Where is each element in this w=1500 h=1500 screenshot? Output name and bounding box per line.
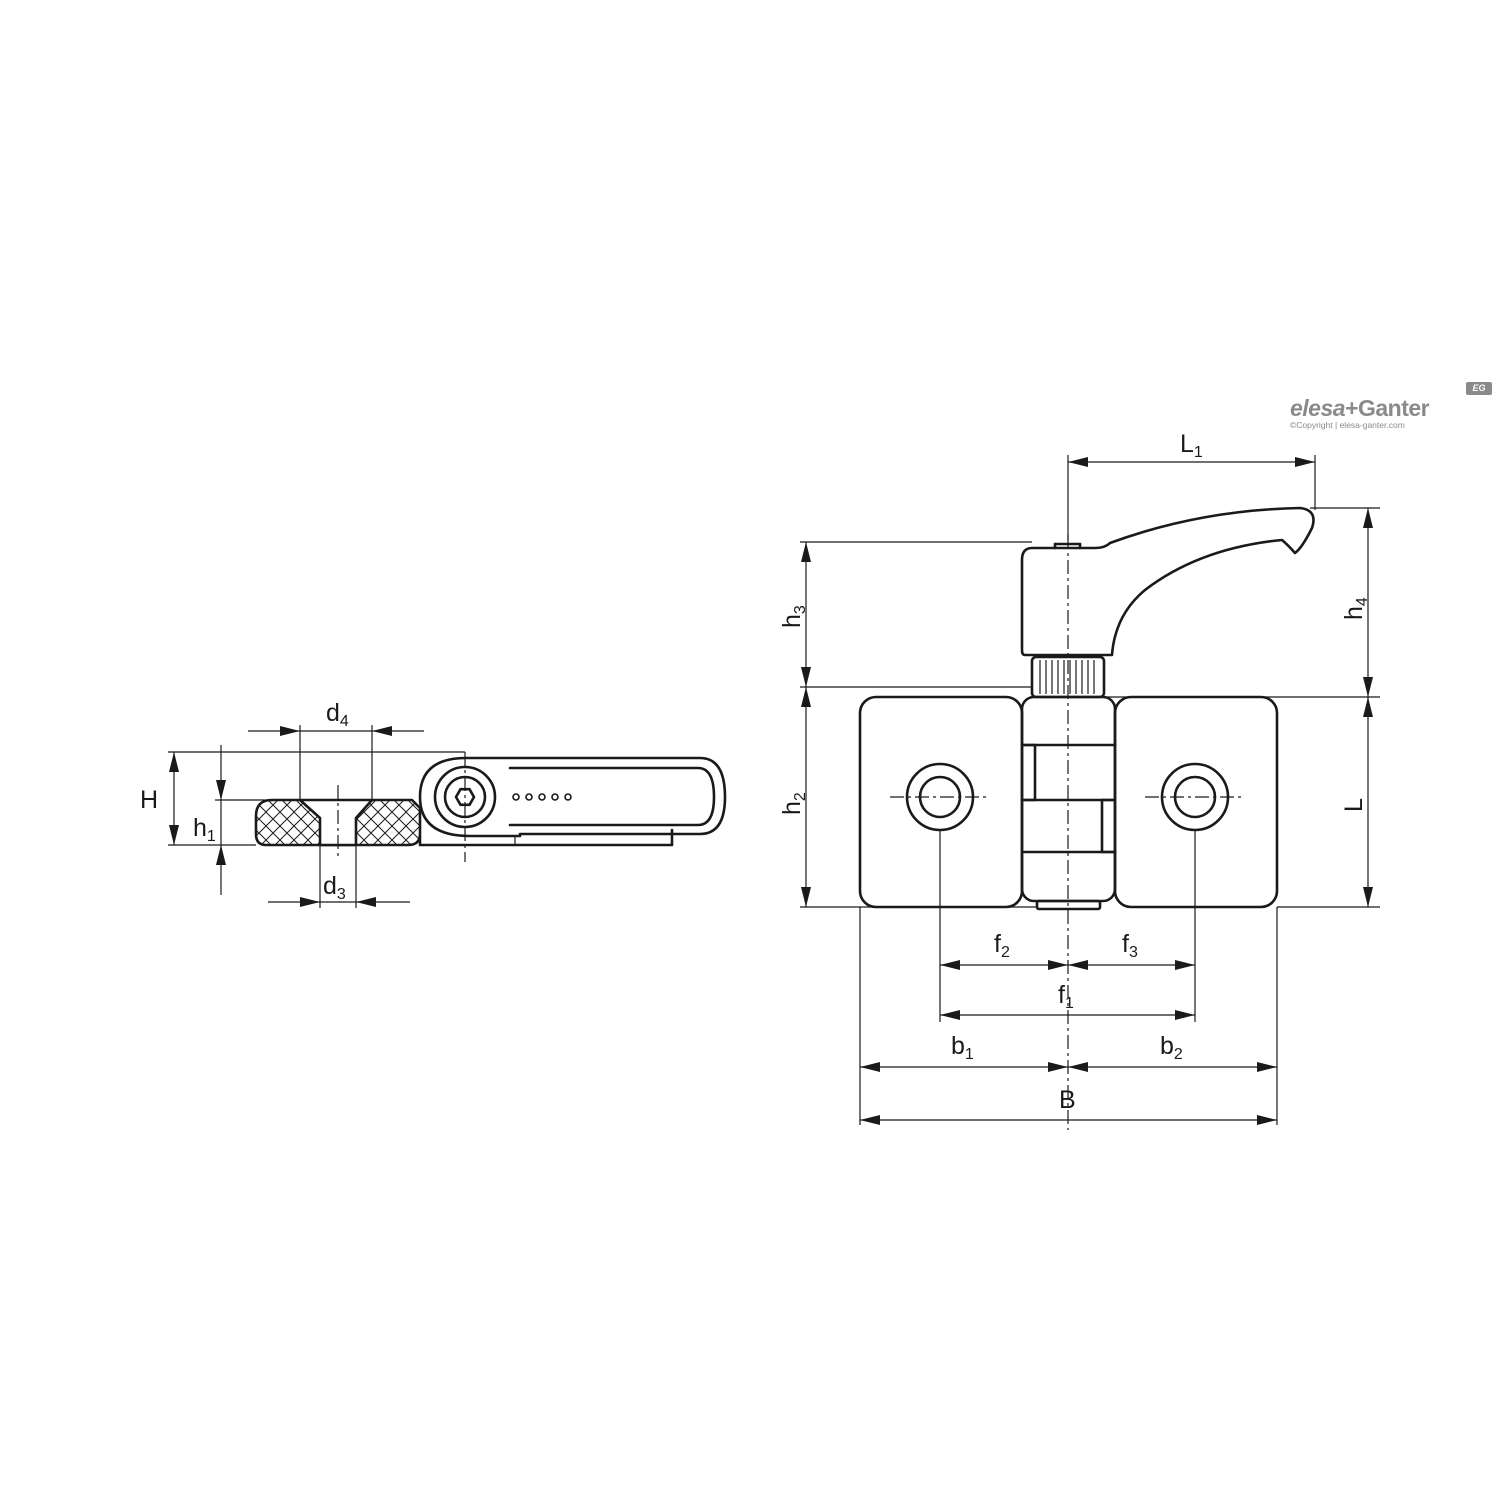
pin-bottom	[1035, 899, 1102, 911]
label-d3: d3	[323, 872, 346, 903]
side-lever	[418, 756, 727, 838]
label-f2: f2	[994, 930, 1010, 961]
label-h2: h2	[778, 792, 809, 815]
knurl-lines	[1039, 660, 1095, 694]
label-h4: h4	[1340, 597, 1371, 620]
label-B: B	[1059, 1086, 1076, 1114]
label-f1: f1	[1058, 981, 1074, 1012]
logo-mark: EG	[1466, 382, 1492, 395]
label-b2: b2	[1160, 1032, 1183, 1063]
side-view: H h1 d4 d3	[140, 699, 727, 908]
side-lower-tab	[418, 828, 674, 847]
elesa-ganter-logo: elesa+Ganter EG ©Copyright | elesa-gante…	[1290, 382, 1492, 430]
logo-copyright: ©Copyright | elesa-ganter.com	[1290, 420, 1405, 430]
hinge-leaf-left	[858, 695, 1024, 909]
lever-dots	[512, 793, 572, 801]
label-f3: f3	[1122, 930, 1138, 961]
side-lever-inner	[508, 766, 716, 827]
label-L1: L1	[1180, 430, 1203, 461]
knuckle-segment-left	[1020, 743, 1037, 802]
label-b1: b1	[951, 1032, 974, 1063]
clamping-lever	[1020, 506, 1315, 657]
hex-socket-icon	[454, 787, 476, 807]
label-d4: d4	[326, 699, 349, 730]
knuckle-segment-right	[1100, 798, 1117, 854]
label-h1: h1	[193, 814, 216, 845]
front-view: L1 h4 L h3 h2 f2 f3 f1 b1	[778, 430, 1380, 1130]
label-H: H	[140, 786, 158, 814]
label-h3: h3	[778, 605, 809, 628]
logo-brand: elesa+Ganter	[1290, 395, 1430, 421]
label-L: L	[1340, 798, 1368, 812]
hinge-leaf-right	[1113, 695, 1279, 909]
